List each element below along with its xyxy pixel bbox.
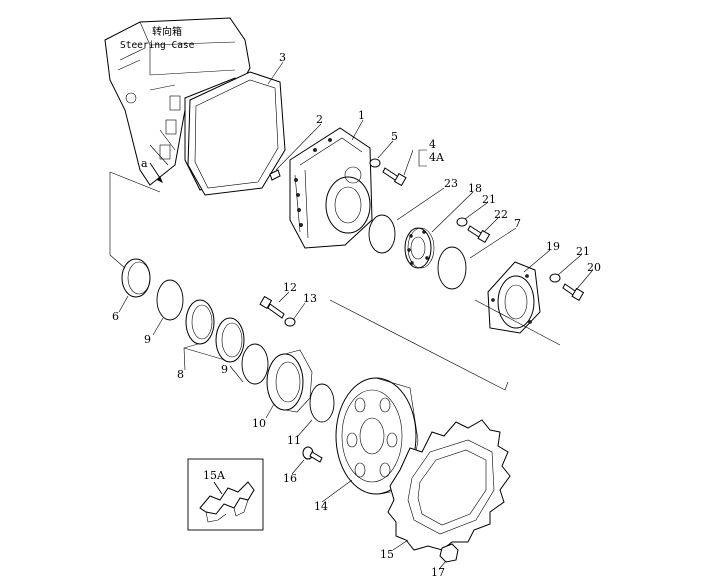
part-20-bolt: [562, 283, 585, 302]
callout-11: 11: [287, 434, 301, 447]
part-2-pin: [269, 169, 281, 181]
part-22-bolt: [467, 225, 491, 244]
callout-7: 7: [514, 217, 521, 230]
inset-15a: 15A: [187, 458, 264, 531]
part-21-washer-lower: [549, 273, 561, 283]
callout-3: 3: [279, 51, 286, 64]
part-18-retainer: [404, 227, 435, 269]
callout-10: 10: [252, 417, 266, 430]
callout-15: 15: [380, 548, 394, 561]
part-3-gasket: [187, 71, 286, 196]
callout-4: 4: [429, 138, 436, 151]
callout-23: 23: [444, 177, 458, 190]
callout-20: 20: [587, 261, 601, 274]
part-21-washer-upper: [456, 217, 468, 227]
callout-21-lower: 21: [576, 245, 590, 258]
callout-22: 22: [494, 208, 508, 221]
callout-13: 13: [303, 292, 317, 305]
part-8-floating-seal-b: [215, 317, 245, 363]
callout-9-lower: 9: [221, 363, 228, 376]
callout-2: 2: [316, 113, 323, 126]
callout-21-upper: 21: [482, 193, 496, 206]
callout-17: 17: [431, 566, 445, 579]
part-15-sprocket: [387, 419, 511, 551]
case-label-chinese: 转向箱: [152, 25, 182, 38]
part-9-o-ring-lower: [241, 343, 269, 385]
leader-lines: [109, 61, 593, 569]
callout-labels: 1 2 3 4 4A 5 6 7 8 9 9 10 11 12 13 14 15…: [112, 51, 601, 579]
part-16-bolt: [302, 446, 323, 463]
part-23-o-ring: [368, 214, 396, 254]
part-5-washer: [369, 158, 381, 168]
inset-label: 15A: [203, 469, 226, 482]
part-9-o-ring-upper: [156, 279, 184, 321]
part-17-nut: [439, 543, 459, 563]
part-11-o-ring: [309, 383, 335, 423]
callout-19: 19: [546, 240, 560, 253]
callout-1: 1: [358, 109, 365, 122]
part-7-o-ring: [437, 246, 467, 290]
case-label-english: Steering Case: [120, 40, 195, 51]
callout-12: 12: [283, 281, 297, 294]
part-19-cover: [487, 261, 541, 334]
callout-14: 14: [314, 500, 328, 513]
part-12-bolt: [259, 295, 285, 319]
callout-5: 5: [391, 130, 398, 143]
part-8-floating-seal-a: [185, 299, 215, 345]
part-10-seal-holder: [266, 349, 313, 413]
callout-9-upper: 9: [144, 333, 151, 346]
view-marker-label: a: [141, 157, 148, 170]
view-marker: a: [141, 157, 163, 183]
part-14-hub: [335, 377, 419, 495]
inset-frame: [187, 458, 264, 531]
callout-6: 6: [112, 310, 119, 323]
part-1-cage-housing: [289, 127, 373, 249]
callout-4a: 4A: [429, 151, 445, 164]
callout-16: 16: [283, 472, 297, 485]
callout-18: 18: [468, 182, 482, 195]
part-4-bolt: [382, 167, 407, 187]
part-6-seal-ring: [121, 258, 151, 298]
callout-8: 8: [177, 368, 184, 381]
part-13-washer: [284, 317, 296, 327]
steering-case-label: 转向箱 Steering Case: [120, 25, 195, 51]
